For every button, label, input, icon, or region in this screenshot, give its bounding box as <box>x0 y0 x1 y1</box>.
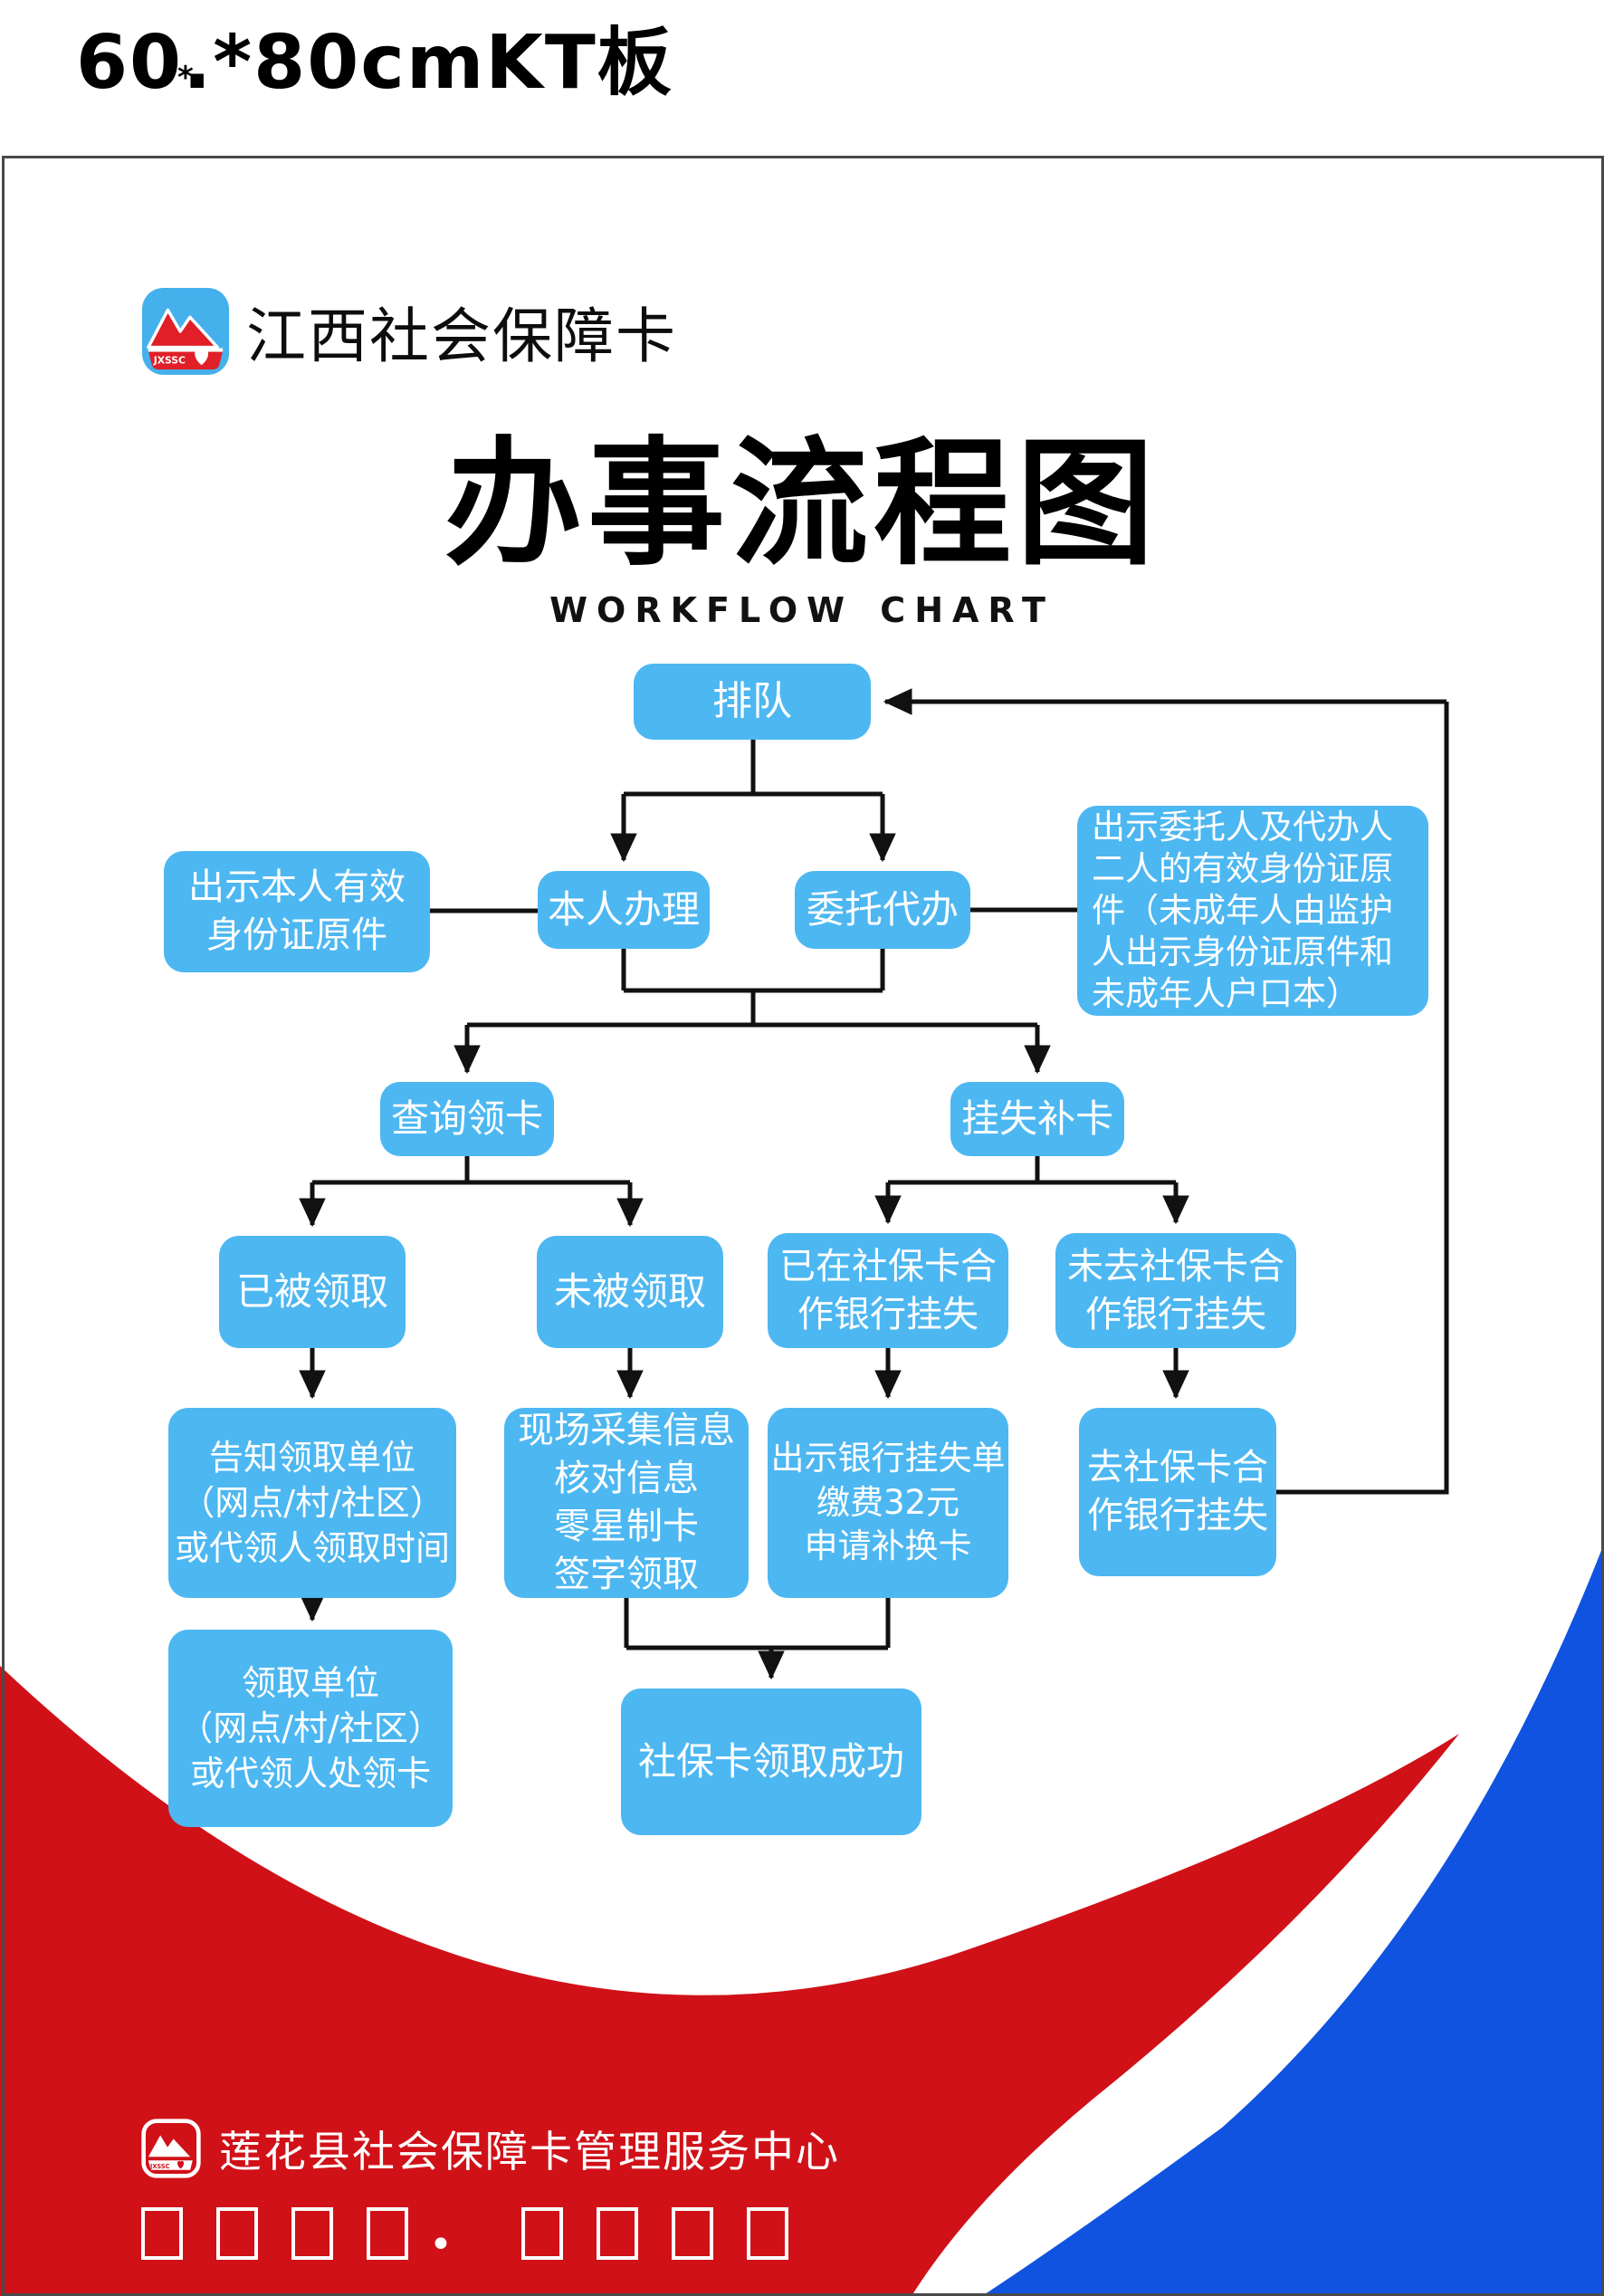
footer-jxssc-logo-icon: JXSSC <box>141 2118 201 2178</box>
placeholder-square <box>521 2207 563 2260</box>
footer-logo-jxssc-text: JXSSC <box>149 2162 170 2169</box>
flow-node-not-picked-up: 未被领取 <box>537 1236 723 1348</box>
footer-brand-row: JXSSC 莲花县社会保障卡管理服务中心 <box>141 2117 840 2179</box>
poster-subtitle: WORKFLOW CHART <box>549 590 1055 630</box>
board-size-label-star: * <box>177 60 194 96</box>
placeholder-square <box>597 2207 638 2260</box>
placeholder-square <box>367 2207 408 2260</box>
poster-title: 办事流程图 <box>444 424 1160 584</box>
flow-node-reported-bank: 已在社保卡合 作银行挂失 <box>768 1233 1008 1348</box>
placeholder-square <box>141 2207 183 2260</box>
flow-node-onsite-collect: 现场采集信息 核对信息 零星制卡 签字领取 <box>504 1408 749 1598</box>
flow-node-self-handle: 本人办理 <box>538 871 710 949</box>
flow-node-not-reported-bank: 未去社保卡合 作银行挂失 <box>1055 1233 1296 1348</box>
flow-node-pickup-location: 领取单位 （网点/村/社区） 或代领人处领卡 <box>168 1630 453 1827</box>
flow-node-query-card: 查询领卡 <box>380 1082 554 1156</box>
connector-lines <box>312 702 1449 1650</box>
flow-node-show-loss-slip: 出示银行挂失单 缴费32元 申请补换卡 <box>768 1408 1008 1598</box>
flow-node-proxy-handle: 委托代办 <box>795 871 970 949</box>
placeholder-square <box>216 2207 258 2260</box>
flow-node-proxy-id-note: 出示委托人及代办人 二人的有效身份证原 件（未成年人由监护 人出示身份证原件和 … <box>1077 806 1428 1016</box>
footer-center-name: 莲花县社会保障卡管理服务中心 <box>219 2128 840 2177</box>
placeholder-square <box>672 2207 713 2260</box>
flow-node-queue: 排队 <box>634 664 871 740</box>
brand-row: JXSSC 江西社会保障卡 <box>141 286 677 377</box>
jxssc-logo-icon: JXSSC <box>141 287 230 376</box>
red-band-shape <box>0 1666 1459 2296</box>
connector-arrows <box>299 688 1446 1680</box>
placeholder-square <box>747 2207 788 2260</box>
footer-bullet: • <box>429 2222 453 2268</box>
footer-placeholder-squares-left: • <box>141 2207 453 2268</box>
flow-node-picked-up: 已被领取 <box>219 1236 406 1348</box>
flow-node-notify-pickup: 告知领取单位 （网点/村/社区） 或代领人领取时间 <box>168 1408 456 1598</box>
board-size-label: 60.*80cmKT板 <box>76 20 673 106</box>
blue-swoosh-shape <box>982 1544 1604 2296</box>
flow-node-go-bank-report: 去社保卡合 作银行挂失 <box>1079 1408 1276 1576</box>
flow-node-loss-reissue: 挂失补卡 <box>950 1082 1124 1156</box>
placeholder-square <box>291 2207 333 2260</box>
flow-node-success: 社保卡领取成功 <box>621 1689 921 1835</box>
logo-jxssc-text: JXSSC <box>153 354 186 366</box>
footer-placeholder-squares-right <box>521 2207 788 2260</box>
flow-node-show-own-id: 出示本人有效 身份证原件 <box>164 851 430 972</box>
brand-name: 江西社会保障卡 <box>246 301 677 371</box>
